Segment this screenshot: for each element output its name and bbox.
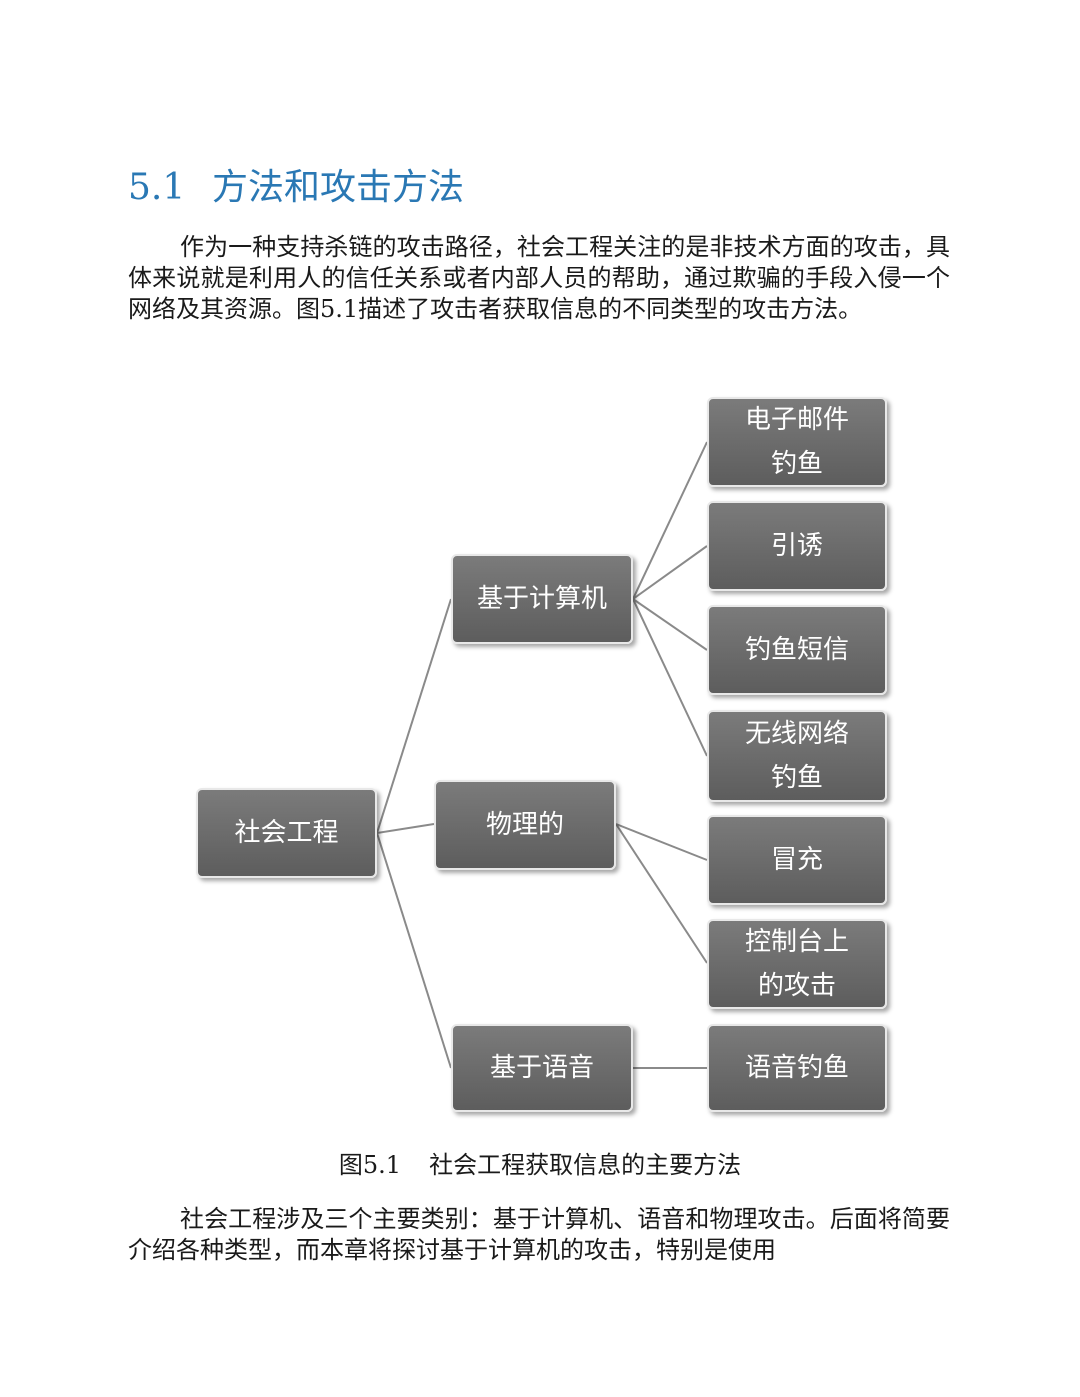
section-heading: 5.1 方法和攻击方法 [128, 158, 464, 210]
connector-physical-console [615, 823, 708, 964]
node-email-phishing: 电子邮件 钓鱼 [707, 397, 887, 487]
node-smishing: 钓鱼短信 [707, 605, 887, 695]
node-voice-based: 基于语音 [451, 1024, 633, 1112]
node-wireless-phishing: 无线网络 钓鱼 [707, 710, 887, 802]
intro-paragraph: 作为一种支持杀链的攻击路径，社会工程关注的是非技术方面的攻击，具体来说就是利用人… [128, 233, 950, 323]
connector-computer-wireless [632, 598, 708, 757]
connector-computer-baiting [632, 545, 708, 600]
connector-physical-impersonation [615, 823, 708, 861]
node-physical: 物理的 [434, 780, 616, 870]
section-number: 5.1 [128, 167, 186, 208]
node-computer-based: 基于计算机 [451, 554, 633, 644]
node-root-social-engineering: 社会工程 [196, 788, 377, 878]
figure-number: 图5.1 [338, 1151, 402, 1179]
figure-caption-text: 社会工程获取信息的主要方法 [429, 1151, 742, 1179]
node-baiting: 引诱 [707, 501, 887, 591]
figure-caption: 图5.1 社会工程获取信息的主要方法 [0, 1145, 1080, 1180]
connector-computer-email [632, 441, 708, 600]
node-vishing: 语音钓鱼 [707, 1024, 887, 1112]
connector-computer-smishing [632, 598, 708, 651]
body-paragraph: 社会工程涉及三个主要类别：基于计算机、语音和物理攻击。后面将简要介绍各种类型，而… [128, 1205, 950, 1264]
section-title: 方法和攻击方法 [212, 167, 465, 208]
node-console-attack: 控制台上 的攻击 [707, 919, 887, 1009]
connector-root-physical [376, 823, 435, 834]
node-impersonation: 冒充 [707, 815, 887, 905]
